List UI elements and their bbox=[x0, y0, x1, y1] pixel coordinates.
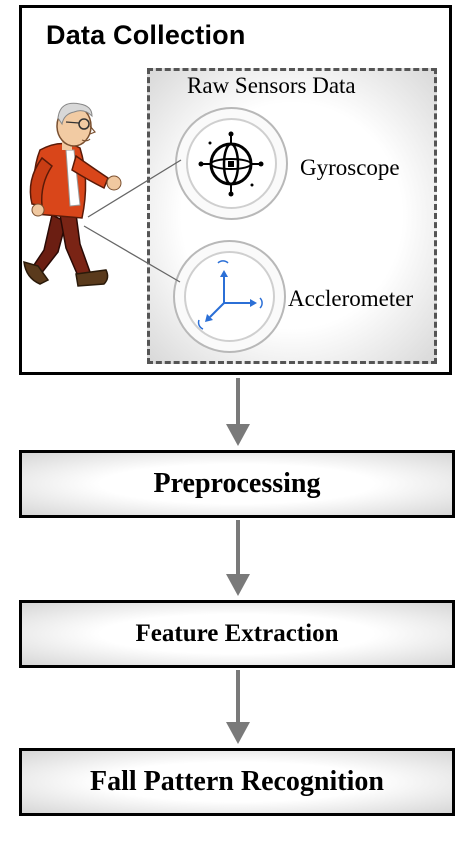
arrow-to-fall-pattern-recognition bbox=[226, 670, 250, 744]
preprocessing-label: Preprocessing bbox=[153, 468, 321, 499]
data-collection-title: Data Collection bbox=[46, 20, 246, 50]
feature-extraction-box: Feature Extraction bbox=[19, 600, 455, 668]
accelerometer-icon bbox=[197, 260, 263, 330]
shoe-front bbox=[75, 269, 109, 287]
fall-pattern-recognition-label: Fall Pattern Recognition bbox=[90, 766, 384, 797]
fall-pattern-recognition-box: Fall Pattern Recognition bbox=[19, 748, 455, 816]
arrow-to-preprocessing bbox=[226, 378, 250, 446]
shoe-back bbox=[23, 260, 50, 285]
walking-person-illustration bbox=[23, 102, 122, 287]
accelerometer-label: Acclerometer bbox=[288, 286, 414, 311]
connector-line-accelerometer bbox=[83, 225, 181, 283]
arrow-to-feature-extraction bbox=[226, 520, 250, 596]
raw-sensors-title: Raw Sensors Data bbox=[187, 73, 356, 98]
gyroscope-label: Gyroscope bbox=[300, 155, 400, 180]
connector-line-gyroscope bbox=[87, 159, 182, 218]
gyroscope-icon bbox=[198, 131, 264, 197]
feature-extraction-label: Feature Extraction bbox=[135, 620, 339, 647]
preprocessing-box: Preprocessing bbox=[19, 450, 455, 518]
